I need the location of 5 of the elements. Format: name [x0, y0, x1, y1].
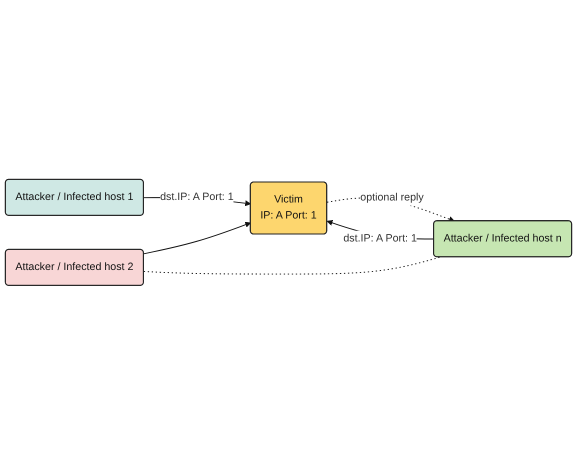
arrow — [143, 222, 251, 254]
edge-label: dst.IP: A Port: 1 — [343, 232, 417, 244]
edge-label: dst.IP: A Port: 1 — [160, 190, 234, 202]
connector — [143, 256, 442, 274]
edge-label: optional reply — [360, 191, 424, 203]
